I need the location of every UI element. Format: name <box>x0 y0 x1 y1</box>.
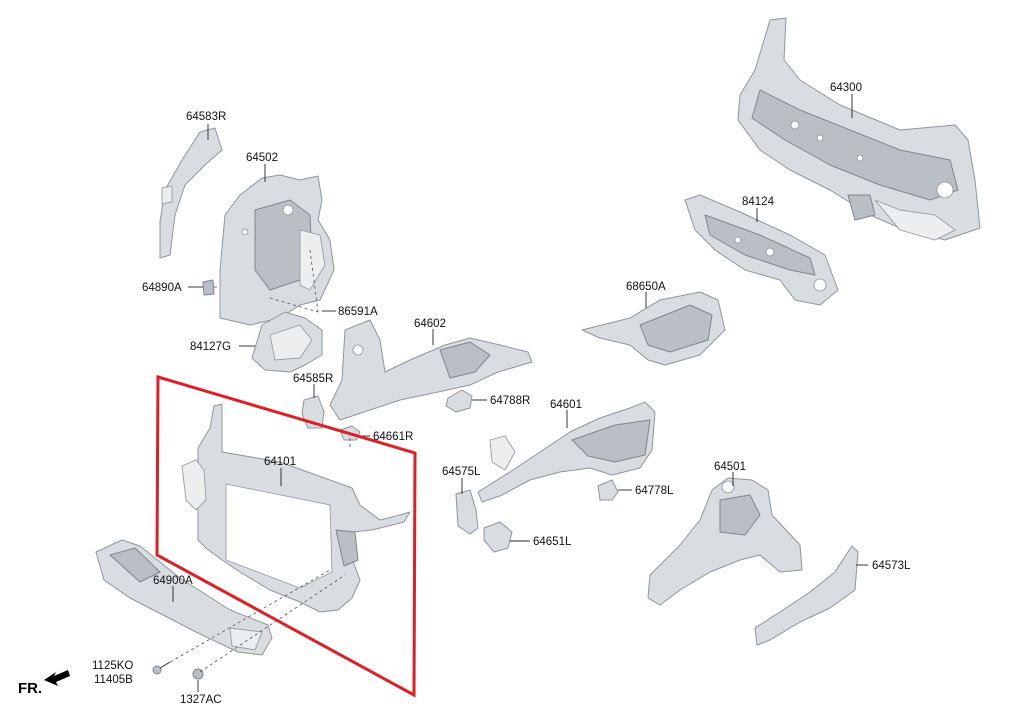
label-64585R: 64585R <box>293 373 333 385</box>
part-64651L-bracket[interactable] <box>483 521 513 553</box>
front-arrow-icon <box>44 670 70 686</box>
label-64300: 64300 <box>830 82 862 94</box>
part-64778L-bracket[interactable] <box>597 479 619 501</box>
label-86591A: 86591A <box>338 306 378 318</box>
label-64101: 64101 <box>264 456 296 468</box>
label-11405B: 11405B <box>94 674 133 686</box>
part-64575L-bracket[interactable] <box>455 489 479 535</box>
label-64661R: 64661R <box>373 431 413 443</box>
part-64602-side-member[interactable] <box>329 319 533 421</box>
part-64573L-member[interactable] <box>754 545 859 646</box>
part-64890A-clip[interactable] <box>202 279 215 296</box>
label-64502: 64502 <box>246 152 278 164</box>
front-direction-label: FR. <box>18 680 42 697</box>
part-84127G-pad[interactable] <box>251 311 323 373</box>
label-64583R: 64583R <box>186 111 226 123</box>
highlight-box-64101 <box>155 374 417 698</box>
part-64502-apron[interactable] <box>219 174 335 326</box>
label-64601: 64601 <box>550 399 582 411</box>
label-64501: 64501 <box>714 461 746 473</box>
label-64900A: 64900A <box>153 575 193 587</box>
label-1125KO: 1125KO <box>92 660 133 672</box>
part-84124-pad[interactable] <box>684 194 839 306</box>
label-1327AC: 1327AC <box>180 694 222 706</box>
label-84127G: 84127G <box>190 341 231 353</box>
part-68650A-insulator[interactable] <box>581 291 726 366</box>
part-64900A-bumper-beam[interactable] <box>95 539 273 656</box>
part-64501-apron[interactable] <box>647 477 803 606</box>
part-labels: 64300 84124 68650A 64583R 64502 64890A 8… <box>92 82 911 706</box>
label-64651L: 64651L <box>533 536 572 548</box>
label-68650A: 68650A <box>626 281 666 293</box>
part-64583R-bracket[interactable] <box>159 127 223 259</box>
label-64788R: 64788R <box>490 395 530 407</box>
label-64890A: 64890A <box>142 282 182 294</box>
label-64573L: 64573L <box>872 560 911 572</box>
label-84124: 84124 <box>742 196 775 208</box>
label-64778L: 64778L <box>635 485 674 497</box>
part-64101-radiator-support[interactable] <box>181 403 411 613</box>
part-64601-side-member[interactable] <box>477 401 656 503</box>
front-direction-indicator: FR. <box>18 670 70 697</box>
label-64602: 64602 <box>414 318 446 330</box>
part-64788R-bracket[interactable] <box>445 389 473 413</box>
nut-1327AC[interactable] <box>192 668 204 680</box>
label-64575L: 64575L <box>442 466 481 478</box>
part-64300-dash-panel[interactable] <box>737 17 981 241</box>
